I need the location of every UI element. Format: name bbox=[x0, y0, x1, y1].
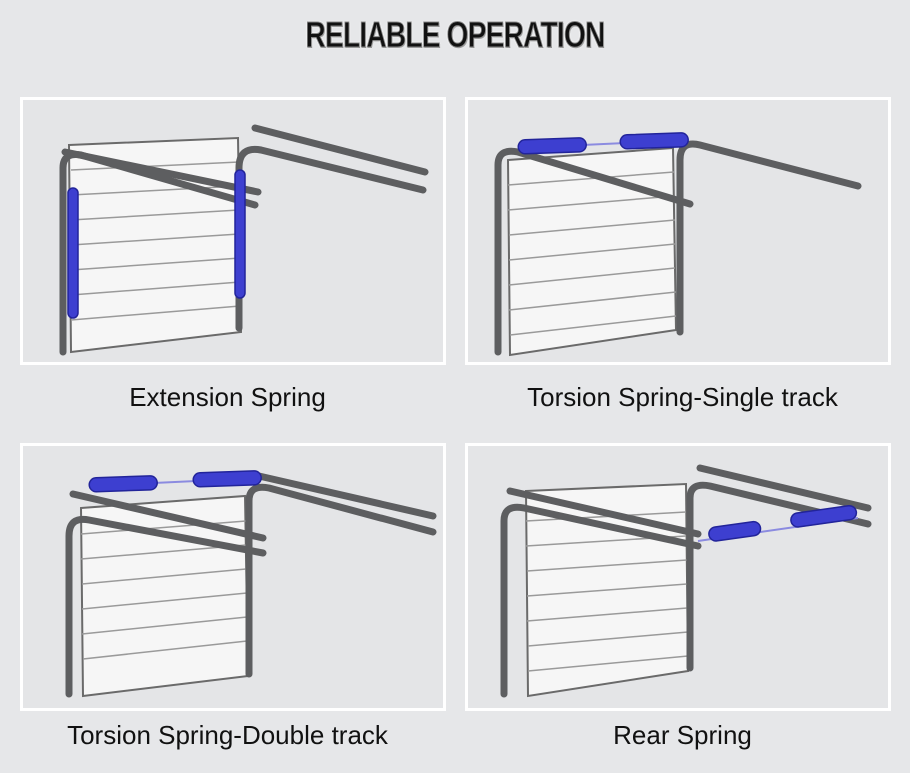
extension-spring-diagram bbox=[20, 97, 446, 365]
torsion-double-track-diagram bbox=[20, 443, 446, 711]
caption-torsion-single-track: Torsion Spring-Single track bbox=[527, 382, 838, 412]
torsion-single-track-diagram bbox=[465, 97, 891, 365]
caption-torsion-double-track: Torsion Spring-Double track bbox=[67, 720, 388, 750]
page-title: RELIABLE OPERATION bbox=[305, 14, 606, 56]
rear-spring-diagram bbox=[465, 443, 891, 711]
caption-extension-spring: Extension Spring bbox=[129, 382, 326, 412]
caption-rear-spring: Rear Spring bbox=[613, 720, 752, 750]
